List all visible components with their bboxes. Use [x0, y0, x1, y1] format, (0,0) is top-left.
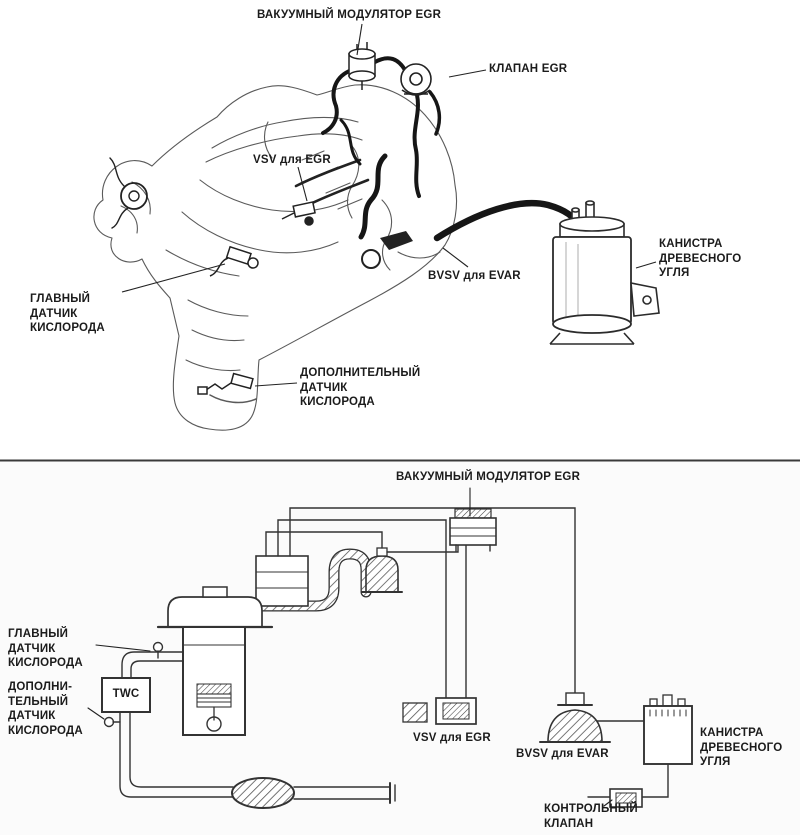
bottom-bvsv-evap-label: BVSV для EVAR: [516, 748, 609, 760]
egr-modulator-top-part: [348, 42, 376, 90]
egr-modulator-bottom-part: [449, 508, 497, 552]
o2-sensors-bottom: [103, 641, 164, 728]
engine-block: [182, 626, 246, 736]
engine-dark-details: [109, 157, 413, 269]
vsv-bottom-part: [402, 697, 477, 725]
engine-sketch: [93, 84, 458, 431]
canister-hose: [433, 199, 584, 242]
top-vsv-egr-label: VSV для EGR: [253, 154, 331, 166]
vsv-top-part: [281, 201, 316, 226]
bottom-sub-o2-label: ДОПОЛНИ- ТЕЛЬНЫЙ ДАТЧИК КИСЛОРОДА: [8, 681, 83, 738]
bottom-main-o2-label: ГЛАВНЫЙ ДАТЧИК КИСЛОРОДА: [8, 628, 83, 670]
bottom-canister-label: КАНИСТРА ДРЕВЕСНОГО УГЛЯ: [700, 727, 783, 769]
egr-valve-bottom-part: [361, 547, 403, 593]
top-egr-valve-label: КЛАПАН EGR: [489, 63, 568, 75]
bvsv-bottom-part: [539, 692, 611, 743]
schematic: [87, 487, 693, 809]
control-valve-part: [609, 788, 643, 808]
air-cleaner: [156, 586, 274, 629]
top-main-o2-label: ГЛАВНЫЙ ДАТЧИК КИСЛОРОДА: [30, 293, 105, 335]
carburetor: [255, 555, 309, 607]
sub-o2-top-part: [197, 372, 254, 395]
intake-duct: [256, 548, 372, 612]
top-bvsv-evap-label: BVSV для EVAR: [428, 270, 521, 282]
top-canister-label: КАНИСТРА ДРЕВЕСНОГО УГЛЯ: [659, 238, 742, 280]
top-egr-modulator-label: ВАКУУМНЫЙ МОДУЛЯТОР EGR: [257, 9, 442, 21]
top-leader-lines: [121, 23, 657, 387]
top-hoses: [321, 56, 584, 242]
charcoal-canister-bottom-part: [643, 694, 693, 765]
main-o2-top-part: [209, 245, 259, 277]
egr-valve-top-part: [400, 63, 432, 96]
charcoal-canister-top-part: [549, 200, 660, 345]
bottom-vsv-egr-label: VSV для EGR: [413, 732, 491, 744]
top-sub-o2-label: ДОПОЛНИТЕЛЬНЫЙ ДАТЧИК КИСЛОРОДА: [300, 367, 421, 409]
vacuum-lines: [265, 507, 669, 798]
bottom-section-bg: [0, 462, 800, 835]
catalytic-converter-oval: [231, 777, 295, 809]
exhaust-system: [101, 651, 396, 809]
twc-label: TWC: [112, 688, 140, 700]
bottom-egr-modulator-label: ВАКУУМНЫЙ МОДУЛЯТОР EGR: [396, 471, 581, 483]
twc-box: [101, 677, 151, 713]
control-valve-label: КОНТРОЛЬНЫЙ КЛАПАН: [544, 803, 638, 830]
bottom-leader-lines: [87, 487, 613, 807]
